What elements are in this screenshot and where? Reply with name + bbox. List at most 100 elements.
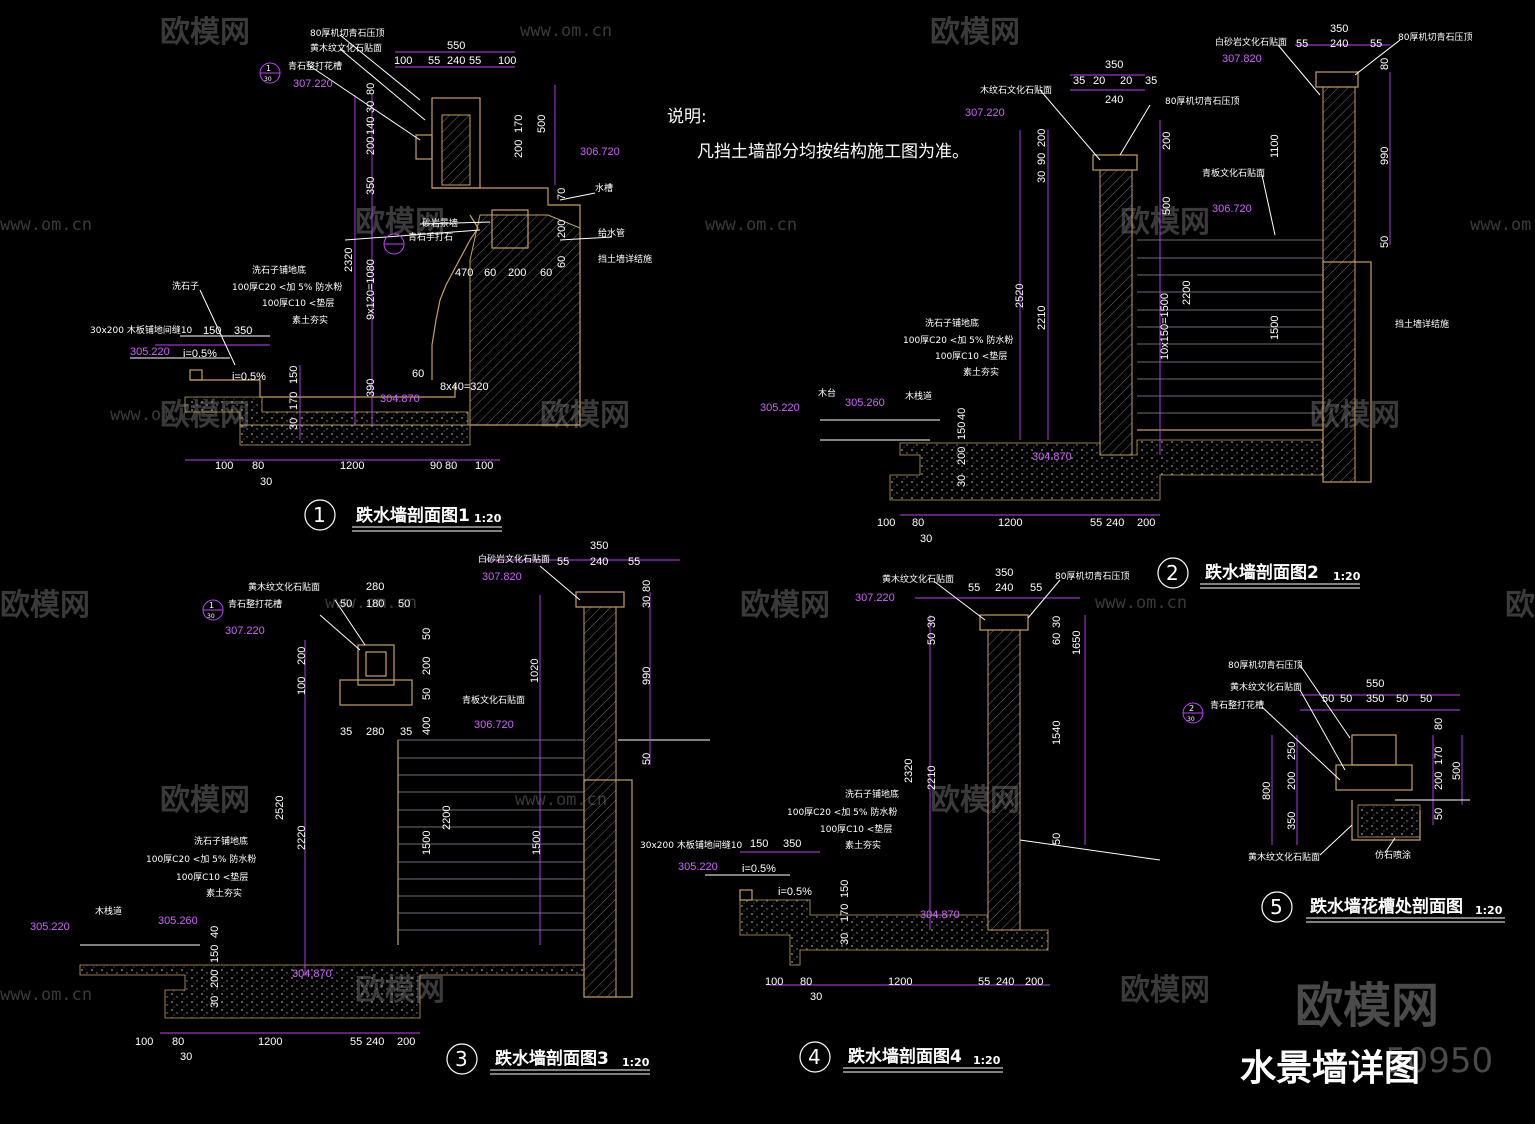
s1-dim: 90: [430, 460, 442, 472]
s2-label: 100厚C10 <垫层: [935, 350, 1007, 362]
s4-label: 100厚C20 <加 5% 防水粉: [787, 806, 897, 818]
s2-label: 挡土墙详结施: [1395, 318, 1449, 330]
s2-elevation: 305.220: [760, 402, 800, 414]
s3-scale: 1:20: [622, 1056, 650, 1069]
s2-dim: 80: [1379, 58, 1391, 70]
watermark-layer: 欧模网 www.om.cn 欧模网 www.om.cn 欧模网 www.om.c…: [0, 15, 1535, 1081]
s5-dim: 800: [1261, 782, 1273, 800]
s3-dim: 280: [366, 726, 384, 738]
s1-dim: 55: [428, 55, 440, 67]
s3-dim: 35: [340, 726, 352, 738]
s2-dim: 2200: [1181, 281, 1193, 305]
s3-elevation: 305.260: [158, 915, 198, 927]
s3-dim: 40: [209, 926, 221, 938]
s3-dim: 150: [209, 945, 221, 963]
section-2-title: 2 跌水墙剖面图2 1:20: [1157, 557, 1361, 589]
watermark-url: www.om.cn: [1470, 215, 1535, 235]
s2-elevation: 305.260: [845, 397, 885, 409]
s2-dim: 200: [1161, 132, 1173, 150]
s3-dim: 200: [209, 970, 221, 988]
s1-label: 给水管: [598, 227, 625, 239]
s3-dim: 200: [421, 657, 433, 675]
s4-dim: 100: [765, 976, 783, 988]
section-5-drawing: [1261, 664, 1470, 856]
s3-dim: 1500: [421, 831, 433, 855]
s5-title: 跌水墙花槽处剖面图: [1310, 896, 1463, 917]
s1-label: 100厚C20 <加 5% 防水粉: [232, 281, 342, 293]
s2-dim: 200: [1137, 517, 1155, 529]
s2-label: 洗石子铺地底: [925, 317, 979, 329]
s3-dim: 100: [135, 1036, 153, 1048]
s2-label: 80厚机切青石压顶: [1398, 31, 1472, 43]
s5-dim: 170: [1433, 747, 1445, 765]
s1-dim: 60: [540, 267, 552, 279]
watermark-brand-large: 欧模网: [1295, 978, 1439, 1034]
s1-dim: 100: [498, 55, 516, 67]
svg-text:30: 30: [264, 76, 272, 83]
s2-title: 跌水墙剖面图2: [1205, 562, 1319, 583]
s3-label: 素土夯实: [206, 887, 242, 899]
s3-dim: 50: [340, 598, 352, 610]
watermark-brand: 欧模网: [1120, 973, 1210, 1008]
s2-dim: 350: [1105, 59, 1123, 71]
s3-number: 3: [455, 1047, 468, 1071]
s1-dim: 2320: [343, 248, 355, 272]
s5-dim: 50: [1396, 693, 1408, 705]
s4-dim: 30: [926, 616, 938, 628]
s1-dim: 150: [288, 366, 300, 384]
s1-dim: 240: [447, 55, 465, 67]
s4-dim: i=0.5%: [778, 886, 812, 898]
s2-dim: 20: [1120, 75, 1132, 87]
s3-label: 100厚C20 <加 5% 防水粉: [146, 853, 256, 865]
s3-dim: 990: [641, 667, 653, 685]
s3-dim: 80: [172, 1036, 184, 1048]
s4-dim: 50: [1051, 833, 1063, 845]
s4-label: 100厚C10 <垫层: [820, 823, 892, 835]
s3-dim: 180: [366, 598, 384, 610]
s4-dim: 1540: [1051, 721, 1063, 745]
s1-label: 水槽: [595, 182, 613, 194]
s3-dim: 55: [350, 1036, 362, 1048]
s5-dim: 350: [1366, 693, 1384, 705]
watermark-url: www.om.cn: [0, 215, 92, 235]
s1-dim: 80: [365, 83, 377, 95]
s1-dim: 8x40=320: [440, 381, 489, 393]
s2-label: 青板文化石贴面: [1202, 167, 1265, 179]
s1-dim: 60: [556, 256, 568, 268]
s1-label: 洗石子铺地底: [252, 264, 306, 276]
s1-dim: 30: [365, 101, 377, 113]
s2-scale: 1:20: [1333, 570, 1361, 583]
s1-dim: 55: [469, 55, 481, 67]
s1-dim: 30: [260, 476, 272, 488]
s4-number: 4: [808, 1045, 821, 1069]
s3-elevation: 305.220: [30, 921, 70, 933]
watermark-brand: 欧模网: [740, 588, 830, 623]
s4-dim: 80: [800, 976, 812, 988]
s3-elevation: 307.220: [225, 625, 265, 637]
s4-label: 30x200 木板铺地间缝10: [640, 839, 743, 851]
s2-dim: 30: [1036, 171, 1048, 183]
section-3-drawing: [79, 559, 710, 1034]
s2-dim: 1200: [998, 517, 1022, 529]
s2-dim: 35: [1145, 75, 1157, 87]
s2-label: 白砂岩文化石贴面: [1215, 36, 1287, 48]
s1-dim: 170: [288, 392, 300, 410]
watermark-brand: 欧模网: [160, 15, 250, 50]
s1-label: 素土夯实: [292, 314, 328, 326]
watermark-brand: 欧模网: [160, 783, 250, 818]
s1-dim: 550: [447, 40, 465, 52]
s4-dim: 55: [978, 976, 990, 988]
s5-dim: 200: [1433, 772, 1445, 790]
s3-dim: 240: [590, 556, 608, 568]
s2-label: 木纹石文化石贴面: [980, 84, 1052, 96]
section-4-drawing: [705, 579, 1161, 986]
s3-elevation: 307.820: [482, 571, 522, 583]
s1-label: 挡土墙详结施: [598, 253, 652, 265]
section-1-drawing: [130, 34, 613, 461]
s1-dim: 200: [508, 267, 526, 279]
s5-dim: 200: [1286, 772, 1298, 790]
svg-text:2: 2: [1189, 704, 1194, 713]
s3-elevation: 304.870: [292, 968, 332, 980]
s4-elevation: 304.870: [920, 909, 960, 921]
s2-dim: 350: [1330, 23, 1348, 35]
